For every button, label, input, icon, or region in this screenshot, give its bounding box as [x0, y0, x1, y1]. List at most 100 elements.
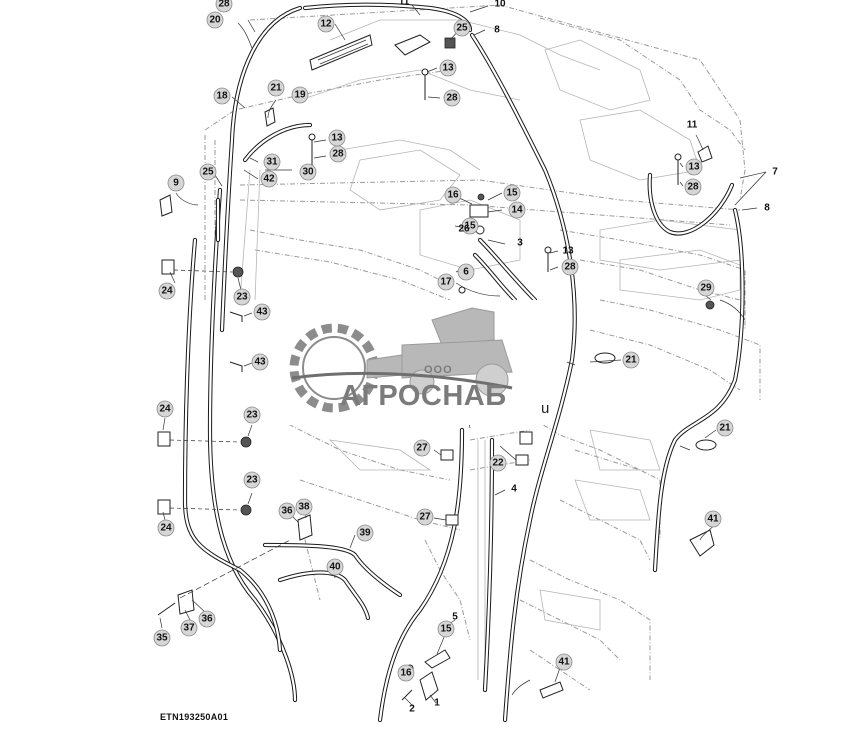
callout-bubble: [356, 524, 374, 542]
callout-number: 8: [494, 25, 500, 36]
clip-11-right: [697, 145, 713, 163]
callout-bubble: [437, 273, 455, 291]
clip-23-b: [240, 436, 252, 448]
callout-11: 11: [687, 120, 698, 131]
callout-21: 21: [716, 419, 734, 437]
callout-number: 36: [281, 506, 293, 517]
callout-number: 15: [464, 221, 476, 232]
callout-bubble: [243, 471, 261, 489]
callout-number: 3: [517, 238, 523, 249]
callout-23: 23: [243, 406, 261, 424]
clip-29: [705, 300, 715, 310]
tie-43-a: [229, 311, 243, 322]
callout-bubble: [489, 454, 507, 472]
callout-30: 30: [299, 163, 317, 181]
callout-36: 36: [278, 502, 296, 520]
callout-number: 13: [688, 162, 700, 173]
callout-bubble: [260, 170, 278, 188]
callout-bubble: [253, 303, 271, 321]
callout-bubble: [215, 0, 233, 13]
callout-number: 16: [400, 668, 412, 679]
washer-part-3: [674, 153, 682, 161]
callout-number: 13: [442, 63, 454, 74]
callout-10: 10: [494, 0, 506, 10]
callout-number: 43: [256, 307, 268, 318]
callout-number: 21: [270, 83, 282, 94]
callout-bubble: [555, 653, 573, 671]
callout-number: 27: [419, 512, 431, 523]
callout-number: 5: [452, 612, 458, 623]
callout-number: 4: [511, 484, 517, 495]
callout-bubble: [437, 620, 455, 638]
callout-bubble: [167, 174, 185, 192]
callout-7: 7: [772, 167, 778, 178]
callout-2: 2: [409, 704, 415, 715]
watermark-name: АГРОСНАБ: [340, 380, 507, 412]
callout-number: 13: [562, 246, 574, 257]
callout-number: 24: [161, 286, 173, 297]
callout-number: 24: [159, 404, 171, 415]
callout-number: 36: [201, 614, 213, 625]
callout-28: 28: [684, 178, 702, 196]
callout-29: 29: [697, 279, 715, 297]
callout-number: 28: [446, 93, 458, 104]
callout-14: 14: [508, 201, 526, 219]
callout-42: 42: [260, 170, 278, 188]
callout-number: 43: [254, 357, 266, 368]
callout-number: 9: [173, 178, 179, 189]
callout-number: 10: [494, 0, 506, 10]
clip-24-a: [161, 259, 175, 275]
fitting-17: [458, 286, 466, 294]
callout-39: 39: [356, 524, 374, 542]
callout-bubble: [153, 629, 171, 647]
connector-15: [424, 649, 451, 669]
callout-number: 25: [456, 23, 468, 34]
callout-43: 43: [253, 303, 271, 321]
callout-number: 29: [700, 283, 712, 294]
callout-3: 3: [517, 238, 523, 249]
callout-13: 13: [562, 246, 574, 257]
washer-part-2: [308, 133, 316, 141]
callout-bubble: [213, 87, 231, 105]
callout-6: 6: [457, 263, 475, 281]
callout-28: 28: [443, 89, 461, 107]
callout-number: 20: [209, 15, 221, 26]
callout-13: 13: [685, 158, 703, 176]
callout-number: 7: [772, 167, 778, 178]
callout-25: 25: [453, 19, 471, 37]
watermark-logo: [272, 300, 550, 425]
swoosh-icon: [291, 371, 513, 390]
callout-15: 15: [437, 620, 455, 638]
callout-number: 28: [332, 149, 344, 160]
callout-bubble: [299, 163, 317, 181]
callout-bubble: [685, 158, 703, 176]
callout-bubble: [397, 664, 415, 682]
callout-23: 23: [243, 471, 261, 489]
callout-38: 38: [295, 498, 313, 516]
callout-number: 23: [236, 292, 248, 303]
callout-bubble: [180, 619, 198, 637]
callout-23: 23: [233, 288, 251, 306]
callout-1: 1: [434, 698, 440, 709]
callout-number: 2: [409, 704, 415, 715]
callout-8: 8: [494, 25, 500, 36]
callout-bubble: [157, 519, 175, 537]
callout-number: 31: [266, 157, 278, 168]
callout-27: 27: [413, 439, 431, 457]
callout-28: 28: [329, 145, 347, 163]
callout-40: 40: [326, 558, 344, 576]
callout-bubble: [326, 558, 344, 576]
callout-bubble: [243, 406, 261, 424]
watermark-prefix: ООО: [424, 364, 453, 376]
callout-number: 42: [263, 174, 275, 185]
callout-number: 26: [458, 224, 470, 235]
callout-27: 27: [416, 508, 434, 526]
callout-25: 25: [199, 163, 217, 181]
callout-number: 14: [511, 205, 523, 216]
callout-bubble: [291, 86, 309, 104]
callout-number: 28: [218, 0, 230, 10]
callout-28: 28: [561, 258, 579, 276]
callout-number: 28: [564, 262, 576, 273]
bracket-36: [297, 514, 313, 541]
